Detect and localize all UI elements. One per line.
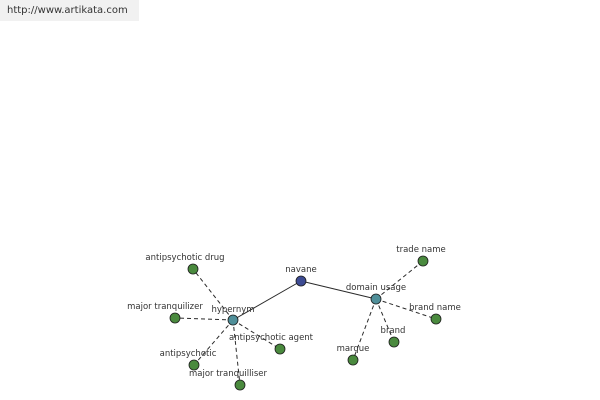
edge-hypernym-to-major-tranquilliser xyxy=(232,319,241,386)
node-major-tranquilliser[interactable] xyxy=(234,379,246,391)
node-marque[interactable] xyxy=(347,354,359,366)
edge-hypernym-to-antipsychotic-agent xyxy=(232,319,281,350)
node-antipsychotic[interactable] xyxy=(188,359,200,371)
edges-layer xyxy=(174,260,437,386)
node-trade-name[interactable] xyxy=(417,255,429,267)
node-major-tranquilizer[interactable] xyxy=(169,312,181,324)
node-label-antipsychotic[interactable]: antipsychotic xyxy=(160,349,217,359)
node-label-major-tranquilizer[interactable]: major tranquilizer xyxy=(127,302,203,312)
node-navane[interactable] xyxy=(295,275,307,287)
node-label-major-tranquilliser[interactable]: major tranquilliser xyxy=(189,369,268,379)
node-brand[interactable] xyxy=(388,336,400,348)
node-label-navane[interactable]: navane xyxy=(285,265,316,275)
node-label-antipsychotic-drug[interactable]: antipsychotic drug xyxy=(145,253,224,263)
node-label-brand-name[interactable]: brand name xyxy=(409,303,461,313)
node-brand-name[interactable] xyxy=(430,313,442,325)
node-label-hypernym[interactable]: hypernym xyxy=(211,305,254,315)
edge-hypernym-to-major-tranquilizer xyxy=(174,317,234,321)
node-label-brand[interactable]: brand xyxy=(381,326,406,336)
node-label-domain-usage[interactable]: domain usage xyxy=(346,283,406,293)
node-domain-usage[interactable] xyxy=(370,293,382,305)
edge-domain-usage-to-marque xyxy=(352,298,377,361)
edge-domain-usage-to-brand xyxy=(375,298,395,343)
node-label-antipsychotic-agent[interactable]: antipsychotic agent xyxy=(229,333,314,343)
edge-navane-to-domain-usage xyxy=(300,280,377,300)
edge-domain-usage-to-trade-name xyxy=(375,260,424,300)
node-antipsychotic-drug[interactable] xyxy=(187,263,199,275)
source-url-link[interactable]: http://www.artikata.com xyxy=(0,0,139,21)
node-antipsychotic-agent[interactable] xyxy=(274,343,286,355)
node-label-marque[interactable]: marque xyxy=(337,344,370,354)
node-hypernym[interactable] xyxy=(227,314,239,326)
node-label-trade-name[interactable]: trade name xyxy=(396,245,445,255)
labels-layer: navane hypernym domain usage antipsychotic … xyxy=(127,245,461,379)
edge-domain-usage-to-brand-name xyxy=(375,298,437,320)
edge-hypernym-to-antipsychotic-drug xyxy=(192,268,234,321)
edge-hypernym-to-antipsychotic xyxy=(193,319,234,366)
edge-navane-to-hypernym xyxy=(232,280,302,321)
nodes-layer xyxy=(169,255,442,391)
